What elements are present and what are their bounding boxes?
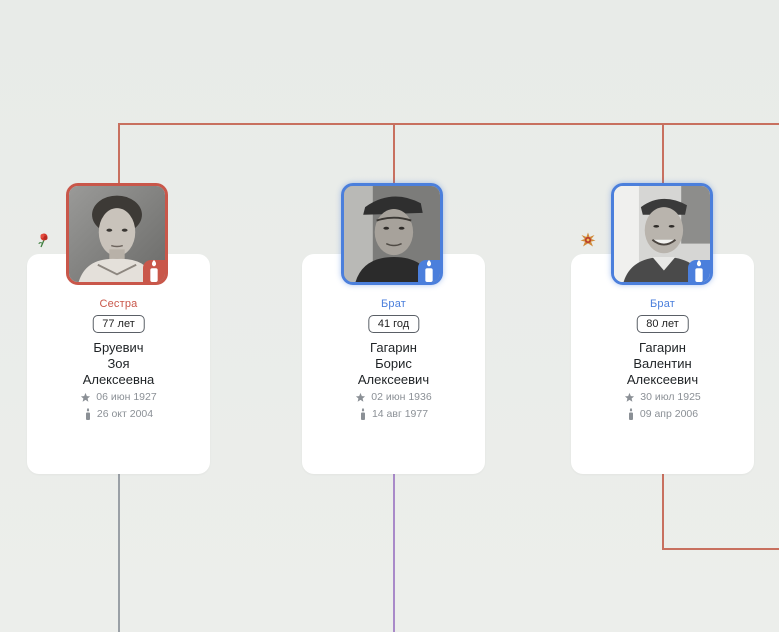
candle-icon [425,260,433,282]
first-name: Зоя [107,356,130,371]
age-badge: 77 лет [92,315,145,333]
order-star-icon [580,232,596,247]
person-name: Бруевич Зоя Алексеевна [27,340,210,388]
star-icon [356,392,366,402]
candle-icon [85,408,90,420]
first-name: Валентин [633,356,692,371]
birth-date: 06 июн 1927 [96,391,157,403]
person-card-valentin[interactable]: Брат 80 лет Гагарин Валентин Алексеевич … [571,254,754,474]
birth-date-row: 06 июн 1927 [27,391,210,403]
birth-date-row: 02 июн 1936 [302,391,485,403]
surname: Гагарин [639,340,686,355]
star-icon [625,392,635,402]
avatar-photo-zoya[interactable] [66,183,168,285]
relation-label: Брат [649,298,676,310]
relation-label: Сестра [99,298,138,310]
tree-connector-down-3 [662,474,664,549]
tree-connector-down-1 [118,474,120,632]
tree-connector-horizontal [118,123,779,125]
age-badge: 80 лет [636,315,689,333]
death-date-row: 26 окт 2004 [27,408,210,420]
tree-connector-down-2 [393,474,395,632]
age-badge: 41 год [367,315,420,333]
death-date-row: 09 апр 2006 [571,408,754,420]
memorial-candle-badge [418,260,440,282]
surname: Бруевич [93,340,144,355]
tree-connector-vertical-2 [393,123,395,185]
tree-connector-vertical-3 [662,123,664,185]
avatar-photo-valentin[interactable] [611,183,713,285]
tree-connector-vertical-1 [118,123,120,185]
person-card-boris[interactable]: Брат 41 год Гагарин Борис Алексеевич 02 … [302,254,485,474]
tree-connector-right-3 [662,548,779,550]
patronymic: Алексеевна [82,372,155,387]
patronymic: Алексеевич [357,372,430,387]
surname: Гагарин [370,340,417,355]
birth-date-row: 30 июл 1925 [571,391,754,403]
portrait-image [69,186,165,282]
person-name: Гагарин Валентин Алексеевич [571,340,754,388]
death-date: 14 авг 1977 [371,408,429,420]
candle-icon [360,408,365,420]
portrait-image [614,186,710,282]
candle-icon [628,408,633,420]
memorial-candle-badge [688,260,710,282]
avatar-photo-boris[interactable] [341,183,443,285]
memorial-candle-badge [143,260,165,282]
star-icon [81,392,91,402]
birth-date: 02 июн 1936 [371,391,432,403]
birth-date: 30 июл 1925 [640,391,701,403]
death-date-row: 14 авг 1977 [302,408,485,420]
person-name: Гагарин Борис Алексеевич [302,340,485,388]
person-card-zoya[interactable]: Сестра 77 лет Бруевич Зоя Алексеевна 06 … [27,254,210,474]
candle-icon [695,260,703,282]
carnation-flower-icon [38,233,48,248]
death-date: 09 апр 2006 [639,408,699,420]
death-date: 26 окт 2004 [96,408,154,420]
relation-label: Брат [380,298,407,310]
candle-icon [150,260,158,282]
first-name: Борис [375,356,412,371]
portrait-image [344,186,440,282]
patronymic: Алексеевич [626,372,699,387]
